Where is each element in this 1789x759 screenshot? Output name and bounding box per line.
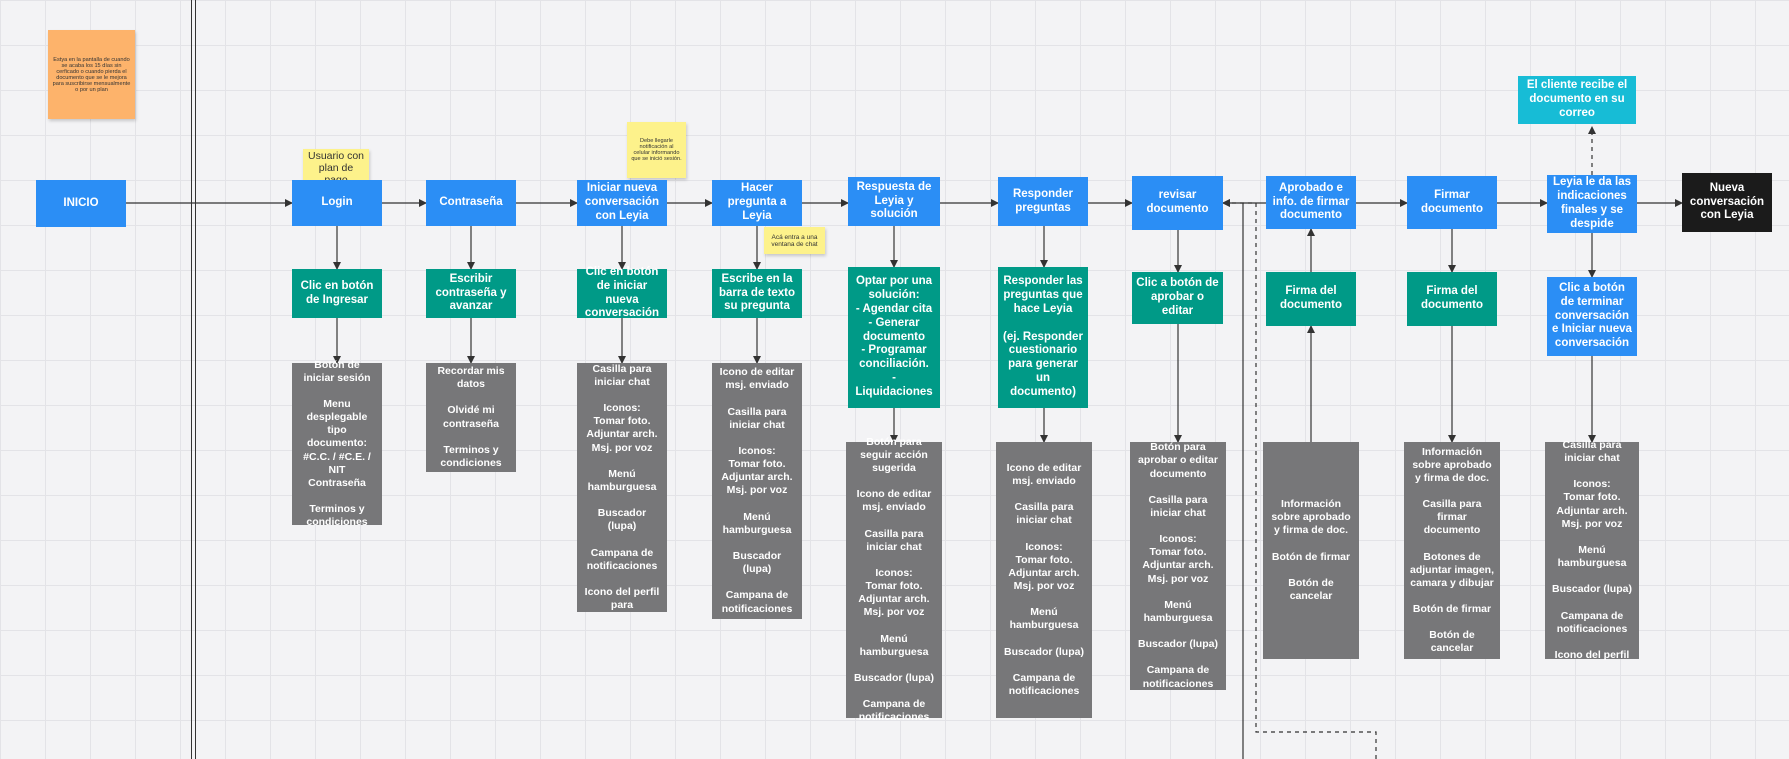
phone-notification-sticky-note[interactable]: Debe llegarle notificación al celular in…	[627, 122, 686, 178]
start-node[interactable]: INICIO	[36, 180, 126, 227]
elements-ask[interactable]: Icono de editar msj. enviado Casilla par…	[712, 363, 802, 619]
dashed-return-path	[1222, 199, 1377, 759]
action-sign[interactable]: Firma del documento	[1407, 272, 1497, 326]
step-login[interactable]: Login	[292, 180, 382, 226]
frame-divider-line	[191, 0, 192, 759]
action-review[interactable]: Clic a botón de aprobar o editar	[1132, 272, 1223, 324]
step-ask[interactable]: Hacer pregunta a Leyia	[712, 180, 802, 226]
action-approved[interactable]: Firma del documento	[1266, 272, 1356, 326]
action-response[interactable]: Optar por una solución: - Agendar cita -…	[848, 267, 940, 408]
action-answer[interactable]: Responder las preguntas que hace Leyia (…	[998, 267, 1088, 408]
elements-review[interactable]: Botón para aprobar o editar documento Ca…	[1130, 441, 1226, 690]
end-node[interactable]: Nueva conversación con Leyia	[1682, 173, 1772, 232]
step-password[interactable]: Contraseña	[426, 180, 516, 226]
action-farewell[interactable]: Clic a botón de terminar conversación e …	[1547, 277, 1637, 356]
step-answer[interactable]: Responder preguntas	[998, 177, 1088, 226]
step-sign[interactable]: Firmar documento	[1407, 176, 1497, 229]
frame-divider-line-2	[195, 0, 196, 759]
elements-login[interactable]: Botón de iniciar sesión Menu desplegable…	[292, 359, 382, 528]
elements-response[interactable]: Botón para seguir acción sugerida Icono …	[846, 436, 942, 723]
action-login[interactable]: Clic en botón de Ingresar	[292, 269, 382, 318]
step-response[interactable]: Respuesta de Leyia y solución	[848, 177, 940, 226]
elements-farewell[interactable]: Casilla para iniciar chat Iconos: Tomar …	[1545, 439, 1639, 661]
email-node[interactable]: El cliente recibe el documento en su cor…	[1518, 76, 1636, 124]
step-review[interactable]: revisar documento	[1132, 176, 1223, 230]
elements-password[interactable]: Recordar mis datos Olvidé mi contraseña …	[426, 363, 516, 472]
elements-approved[interactable]: Información sobre aprobado y firma de do…	[1263, 442, 1359, 659]
elements-new-chat[interactable]: Casilla para iniciar chat Iconos: Tomar …	[577, 363, 667, 612]
action-new-chat[interactable]: Clic en botón de iniciar nueva conversac…	[577, 266, 667, 319]
chat-window-sticky-note[interactable]: Acá entra a una ventana de chat	[764, 227, 825, 254]
step-new-chat[interactable]: Iniciar nueva conversación con Leyia	[577, 180, 667, 226]
elements-answer[interactable]: Icono de editar msj. enviado Casilla par…	[996, 442, 1092, 718]
action-password[interactable]: Escribir contraseña y avanzar	[426, 269, 516, 318]
step-approved[interactable]: Aprobado e info. de firmar documento	[1266, 176, 1356, 229]
action-ask[interactable]: Escribe en la barra de texto su pregunta	[712, 269, 802, 318]
step-farewell[interactable]: Leyia le da las indicaciones finales y s…	[1547, 175, 1637, 233]
elements-sign[interactable]: Información sobre aprobado y firma de do…	[1404, 442, 1500, 659]
orange-sticky-note[interactable]: Estya en la pantalla de cuando se acaba …	[48, 30, 135, 119]
